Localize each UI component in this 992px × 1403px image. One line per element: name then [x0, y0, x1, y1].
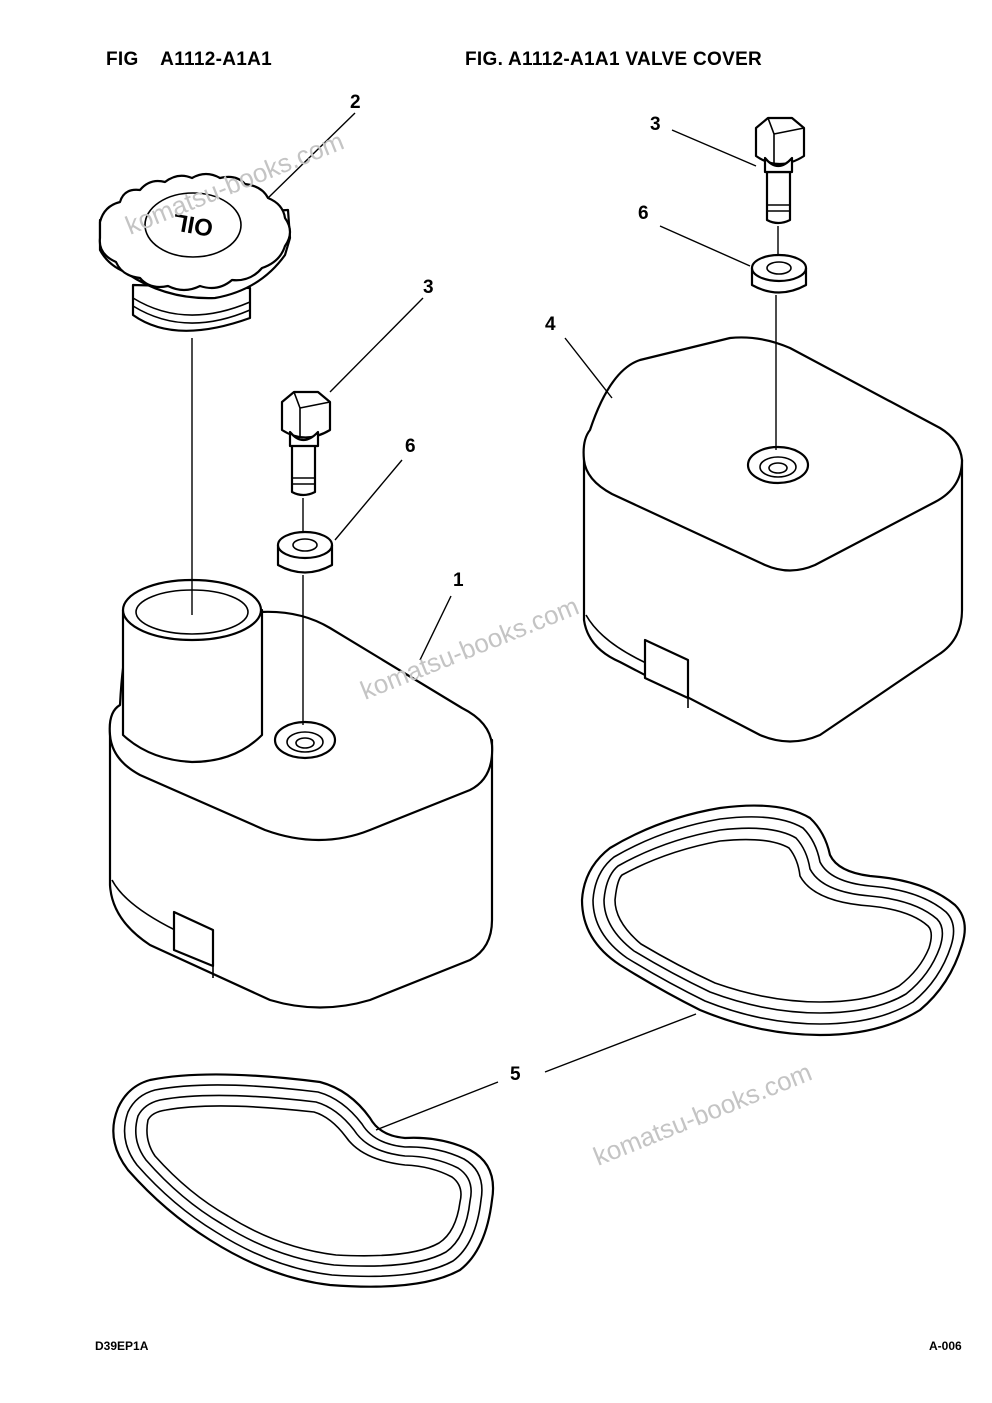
- valve-cover: [582, 336, 964, 743]
- callout-2: 2: [350, 92, 361, 113]
- gasket-left: [112, 1073, 495, 1288]
- bolt-left: [280, 390, 332, 497]
- callout-3-right: 3: [650, 114, 661, 135]
- oil-filler-cap: OIL: [98, 172, 292, 332]
- washer-right: [750, 253, 808, 294]
- watermark: komatsu-books.com: [356, 591, 583, 706]
- watermark: komatsu-books.com: [589, 1057, 816, 1172]
- page-number: A-006: [929, 1339, 962, 1353]
- bolt-right: [754, 116, 806, 225]
- callout-5: 5: [510, 1064, 521, 1085]
- callout-1: 1: [453, 570, 464, 591]
- figure-title: FIG. A1112-A1A1 VALVE COVER: [465, 49, 763, 70]
- gasket-right: [580, 804, 966, 1037]
- callout-3-left: 3: [423, 277, 434, 298]
- callout-4: 4: [545, 314, 556, 335]
- leader-lines: [267, 112, 757, 1131]
- callout-6-left: 6: [405, 436, 416, 457]
- washer-left: [276, 530, 334, 574]
- valve-cover-with-filler-neck: [108, 578, 494, 1009]
- callout-6-right: 6: [638, 203, 649, 224]
- figure-number: FIG A1112-A1A1: [106, 49, 272, 70]
- document-code: D39EP1A: [95, 1339, 149, 1353]
